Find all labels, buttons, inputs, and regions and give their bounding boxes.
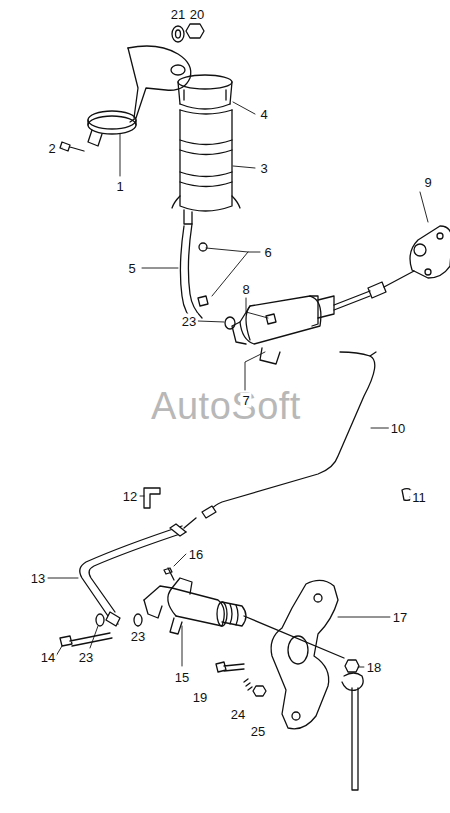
- callout-number: 25: [249, 724, 267, 739]
- callout-number: 23: [77, 650, 95, 665]
- callout-number: 2: [46, 141, 57, 156]
- callout-number: 15: [173, 670, 191, 685]
- callout-number: 18: [365, 660, 383, 675]
- callout-number: 23: [129, 629, 147, 644]
- callout-number: 5: [126, 261, 137, 276]
- callout-number: 9: [422, 175, 433, 190]
- callout-number: 20: [188, 7, 206, 22]
- callout-number: 13: [29, 571, 47, 586]
- callout-number: 12: [121, 489, 139, 504]
- callout-number: 23: [180, 314, 198, 329]
- callout-number: 14: [39, 650, 57, 665]
- callout-number: 16: [187, 547, 205, 562]
- callout-number: 4: [258, 107, 269, 122]
- watermark: AutoSoft: [151, 387, 301, 425]
- callout-number: 1: [114, 179, 125, 194]
- callout-number: 10: [389, 421, 407, 436]
- callout-number: 21: [169, 7, 187, 22]
- callout-number: 24: [229, 707, 247, 722]
- callout-number: 8: [240, 282, 251, 297]
- callout-number: 7: [240, 393, 251, 408]
- callout-number: 17: [391, 610, 409, 625]
- callout-number: 6: [262, 245, 273, 260]
- callout-number: 11: [410, 490, 428, 505]
- callout-number: 19: [191, 690, 209, 705]
- callout-number: 3: [258, 161, 269, 176]
